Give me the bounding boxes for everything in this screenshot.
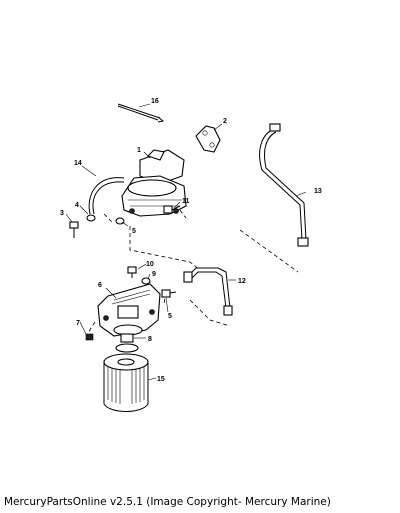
callout-6: 6 bbox=[98, 282, 102, 289]
part-6-filter-head bbox=[97, 283, 161, 337]
callout-7: 7 bbox=[76, 320, 80, 327]
part-12-fuel-tube bbox=[183, 267, 233, 316]
part-2-gasket bbox=[195, 125, 221, 153]
callout-2: 2 bbox=[223, 118, 227, 125]
part-7-plug bbox=[85, 333, 94, 341]
callout-13: 13 bbox=[314, 188, 322, 195]
part-1-fuel-pump bbox=[121, 149, 187, 217]
callout-9: 9 bbox=[152, 271, 156, 278]
callout-12: 12 bbox=[238, 278, 246, 285]
callout-8: 8 bbox=[148, 336, 152, 343]
callout-5-upper: 5 bbox=[132, 228, 136, 235]
callout-5-lower: 5 bbox=[168, 313, 172, 320]
callout-11: 11 bbox=[182, 198, 190, 205]
part-13-fuel-line bbox=[259, 123, 309, 247]
part-10-bolt bbox=[127, 266, 137, 278]
assembly-lines bbox=[85, 209, 299, 339]
callout-14: 14 bbox=[74, 160, 82, 167]
part-8-adapter bbox=[115, 333, 139, 353]
part-11-fitting bbox=[163, 205, 181, 214]
callout-3: 3 bbox=[60, 210, 64, 217]
part-5-fitting-upper bbox=[115, 217, 125, 225]
callout-15: 15 bbox=[157, 376, 165, 383]
callout-1: 1 bbox=[137, 147, 141, 154]
exploded-parts-diagram: 16 2 1 14 13 4 3 11 5 10 9 12 6 5 7 8 15 bbox=[60, 98, 322, 412]
part-15-fuel-filter bbox=[103, 353, 149, 412]
callout-16: 16 bbox=[151, 98, 159, 105]
part-9-washer bbox=[141, 277, 151, 285]
leader-lines bbox=[65, 103, 307, 381]
part-5-fitting-lower bbox=[161, 289, 177, 298]
callout-labels: 16 2 1 14 13 4 3 11 5 10 9 12 6 5 7 8 15 bbox=[60, 98, 322, 383]
callout-10: 10 bbox=[146, 261, 154, 268]
callout-4: 4 bbox=[75, 202, 79, 209]
part-3-screw bbox=[69, 221, 79, 238]
part-4-washer bbox=[86, 214, 96, 222]
part-14-hose bbox=[88, 177, 125, 215]
copyright-caption: MercuryPartsOnline v2.5.1 (Image Copyrig… bbox=[4, 496, 331, 508]
part-16-pin bbox=[117, 103, 165, 123]
